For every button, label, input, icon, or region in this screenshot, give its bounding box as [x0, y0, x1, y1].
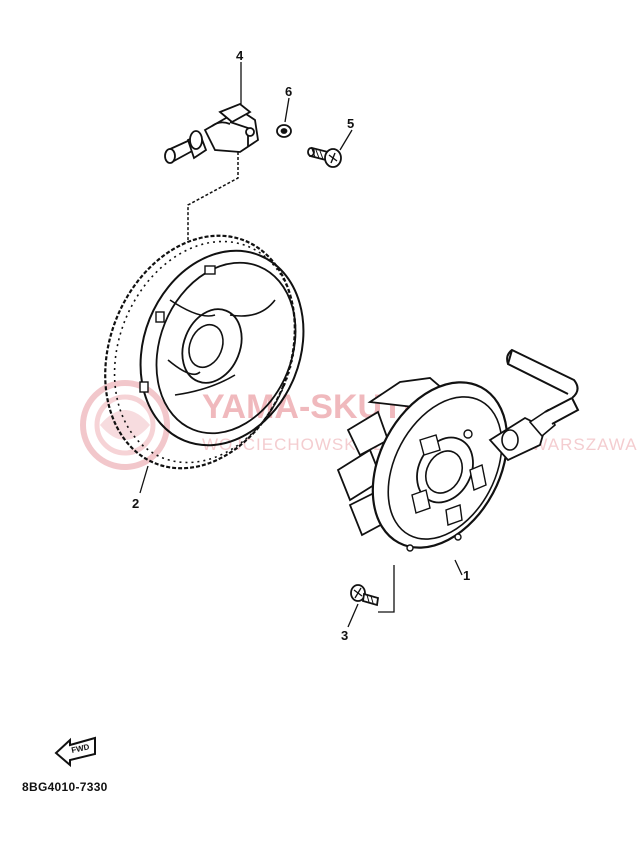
callout-5: 5 [347, 116, 354, 131]
callout-3: 3 [341, 628, 348, 643]
forward-direction-arrow-icon: FWD [54, 736, 96, 768]
part-6-washer [276, 124, 292, 138]
leader-1 [454, 559, 463, 576]
leader-2 [139, 465, 149, 494]
leader-6 [284, 97, 290, 123]
part-diagram-code: 8BG4010-7330 [22, 780, 108, 794]
part-1-stator-assembly [336, 348, 580, 552]
leader-3 [347, 603, 359, 628]
callout-6: 6 [285, 84, 292, 99]
part-2-flywheel-rotor [104, 234, 305, 470]
callout-2: 2 [132, 496, 139, 511]
callout-1: 1 [463, 568, 470, 583]
watermark-logo-icon [80, 380, 170, 470]
leader-4-lead-wire [187, 152, 239, 240]
part-3-screw [350, 584, 380, 607]
part-5-screw [307, 146, 342, 168]
callout-4: 4 [236, 48, 244, 63]
part-4-pickup-coil [164, 102, 259, 164]
fwd-label: FWD [71, 742, 91, 755]
leader-3-bracket [378, 565, 395, 613]
leader-5 [339, 129, 353, 151]
